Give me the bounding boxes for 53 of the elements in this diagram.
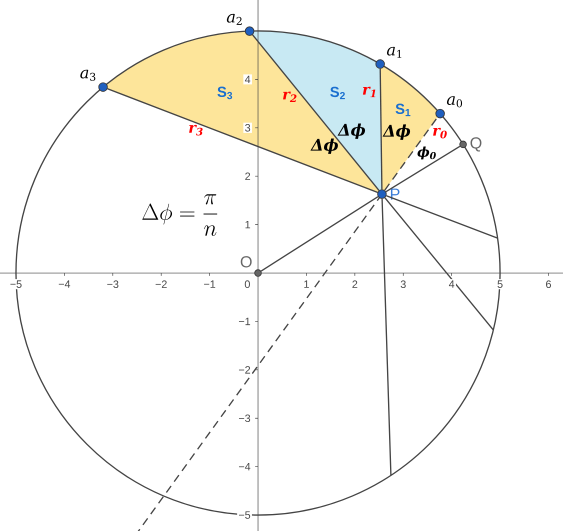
tick-label: −1 xyxy=(202,279,218,290)
tick-label: 0 xyxy=(243,279,252,290)
node-label: P xyxy=(390,188,400,200)
tick-label: −5 xyxy=(237,510,252,520)
tick-label: −3 xyxy=(237,413,252,424)
tick-label: 5 xyxy=(496,279,504,290)
node-label: O xyxy=(240,256,252,268)
line-segment xyxy=(260,196,378,272)
node-label: a$_{3}$ xyxy=(80,70,96,81)
point: a$_{1}$ xyxy=(375,46,402,69)
angle-label: Δϕ xyxy=(310,138,338,154)
point: O xyxy=(240,256,262,277)
formula: $\Delta\phi = \frac{\pi}{n}$ xyxy=(142,194,218,236)
point: P xyxy=(377,188,400,200)
line-segment xyxy=(384,117,438,191)
node-label: a$_{1}$ xyxy=(386,46,402,58)
radius-label: r$_{1}$ xyxy=(362,86,376,98)
sector-label: S$_{2}$ xyxy=(330,86,345,100)
radius-label: r$_{0}$ xyxy=(433,128,447,138)
line-segment xyxy=(386,195,498,239)
point: a$_{2}$ xyxy=(226,14,254,36)
tick-label: −2 xyxy=(237,364,252,375)
sector-label: S$_{3}$ xyxy=(217,86,232,100)
angle-label: Δϕ xyxy=(338,123,366,139)
tick-label: 3 xyxy=(398,279,408,290)
angle-label: Δϕ xyxy=(382,124,410,140)
angle-label: ϕ$_{0}$ xyxy=(418,146,436,160)
point: a$_{0}$ xyxy=(435,96,462,118)
point: Q xyxy=(459,137,482,152)
line-segment xyxy=(384,197,494,330)
node-label: a$_{2}$ xyxy=(226,14,242,25)
line-segment xyxy=(380,68,383,190)
tick-label: −4 xyxy=(237,462,252,472)
sector-label: S$_{1}$ xyxy=(396,104,410,116)
tick-label: −1 xyxy=(237,316,252,326)
radius-label: r$_{3}$ xyxy=(189,124,203,136)
tick-label: 1 xyxy=(243,220,252,230)
tick-label: 4 xyxy=(447,279,456,290)
tick-label: 2 xyxy=(350,279,360,290)
tick-label: −5 xyxy=(8,279,24,290)
tick-label: 6 xyxy=(544,279,553,290)
tick-label: 2 xyxy=(243,171,252,182)
radius-label: r$_{2}$ xyxy=(283,92,296,102)
node-label: Q xyxy=(470,137,482,152)
node-label: a$_{0}$ xyxy=(446,96,462,108)
tick-label: −2 xyxy=(154,279,169,290)
point: a$_{3}$ xyxy=(80,70,108,92)
tick-label: −3 xyxy=(105,279,120,290)
line-segment xyxy=(381,198,392,476)
line-segment xyxy=(107,88,378,194)
tick-label: 1 xyxy=(302,279,311,290)
tick-label: −4 xyxy=(56,279,72,290)
line-segment xyxy=(386,146,460,192)
